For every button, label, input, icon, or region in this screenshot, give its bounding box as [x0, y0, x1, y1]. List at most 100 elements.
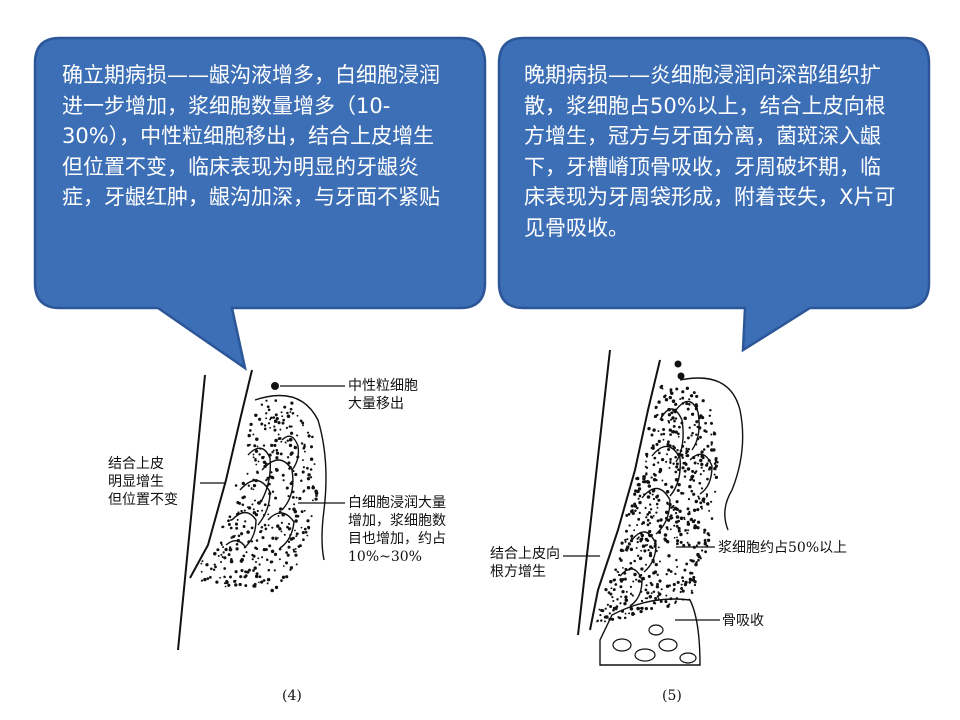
- label-plasma-cells: 浆细胞约占50%以上: [718, 540, 848, 556]
- infiltrate-cell-dot: [302, 466, 306, 469]
- infiltrate-cell-dot: [687, 447, 691, 451]
- infiltrate-cell-dot: [293, 503, 296, 506]
- infiltrate-cell-dot: [686, 436, 690, 440]
- infiltrate-cell-dot: [271, 476, 275, 480]
- infiltrate-cell-dot: [223, 582, 227, 585]
- infiltrate-cell-dot: [306, 477, 311, 481]
- infiltrate-cell-dot: [671, 430, 674, 434]
- infiltrate-cell-dot: [629, 607, 634, 611]
- gingiva-outline: [254, 394, 327, 561]
- infiltrate-cell-dot: [302, 489, 306, 492]
- infiltrate-cell-dot: [624, 612, 627, 615]
- infiltrate-cell-dot: [708, 466, 712, 470]
- infiltrate-cell-dot: [646, 597, 649, 600]
- infiltrate-cell-dot: [659, 560, 661, 563]
- gingiva-outline: [679, 377, 744, 531]
- infiltrate-cell-dot: [669, 570, 673, 573]
- infiltrate-cell-dot: [274, 537, 278, 541]
- infiltrate-cell-dot: [633, 572, 637, 577]
- infiltrate-cell-dot: [289, 431, 294, 435]
- infiltrate-cell-dot: [686, 532, 689, 535]
- infiltrate-cell-dot: [277, 515, 280, 517]
- infiltrate-cell-dot: [679, 532, 683, 537]
- infiltrate-cell-dot: [639, 580, 642, 583]
- infiltrate-cell-dot: [306, 466, 309, 470]
- infiltrate-cell-dot: [280, 411, 283, 414]
- infiltrate-cell-dot: [264, 527, 268, 531]
- infiltrate-cell-dot: [672, 408, 676, 412]
- infiltrate-cell-dot: [667, 440, 670, 444]
- infiltrate-cell-dot: [664, 397, 669, 402]
- infiltrate-cell-dot: [690, 572, 694, 575]
- infiltrate-cell-dot: [677, 483, 681, 487]
- infiltrate-cell-dot: [677, 529, 681, 533]
- infiltrate-cell-dot: [241, 481, 245, 486]
- infiltrate-cell-dot: [674, 572, 677, 576]
- infiltrate-cell-dot: [675, 462, 679, 466]
- infiltrate-cell-dot: [287, 527, 291, 531]
- infiltrate-cell-dot: [629, 547, 634, 552]
- infiltrate-cell-dot: [662, 432, 666, 436]
- infiltrate-cell-dot: [669, 528, 672, 531]
- infiltrate-cell-dot: [633, 529, 636, 532]
- infiltrate-cell-dot: [623, 602, 627, 606]
- infiltrate-cell-dot: [203, 577, 207, 582]
- infiltrate-cell-dot: [654, 597, 658, 600]
- infiltrate-cell-dot: [637, 487, 642, 491]
- infiltrate-cell-dot: [287, 522, 291, 525]
- infiltrate-cell-dot: [306, 431, 310, 434]
- infiltrate-cell-dot: [654, 414, 658, 418]
- infiltrate-cell-dot: [292, 507, 296, 512]
- infiltrate-cell-dot: [690, 589, 693, 592]
- infiltrate-cell-dot: [644, 606, 649, 611]
- infiltrate-cell-dot: [596, 619, 599, 622]
- infiltrate-cell-dot: [688, 484, 692, 489]
- infiltrate-cell-dot: [655, 442, 659, 446]
- infiltrate-cell-dot: [282, 418, 286, 422]
- infiltrate-cell-dot: [688, 577, 692, 581]
- infiltrate-cell-dot: [270, 443, 274, 448]
- infiltrate-cell-dot: [687, 529, 690, 532]
- infiltrate-cell-dot: [278, 527, 282, 531]
- infiltrate-cell-dot: [643, 493, 645, 496]
- infiltrate-cell-dot: [697, 541, 701, 545]
- infiltrate-cell-dot: [307, 473, 311, 477]
- infiltrate-cell-dot: [255, 449, 258, 453]
- infiltrate-cell-dot: [707, 533, 711, 537]
- infiltrate-cell-dot: [624, 598, 629, 602]
- infiltrate-cell-dot: [275, 451, 280, 455]
- infiltrate-cell-dot: [247, 433, 251, 438]
- infiltrate-cell-dot: [201, 560, 204, 563]
- infiltrate-cell-dot: [309, 476, 313, 479]
- infiltrate-cell-dot: [630, 534, 634, 538]
- infiltrate-cell-dot: [603, 615, 607, 619]
- infiltrate-cell-dot: [280, 530, 283, 533]
- infiltrate-cell-dot: [269, 426, 272, 429]
- cell-infiltrate-dots-fig4: [200, 399, 319, 593]
- infiltrate-cell-dot: [697, 462, 700, 465]
- infiltrate-cell-dot: [254, 478, 258, 483]
- infiltrate-cell-dot: [662, 438, 665, 441]
- infiltrate-cell-dot: [272, 416, 276, 419]
- infiltrate-cell-dot: [210, 567, 213, 571]
- infiltrate-cell-dot: [664, 516, 668, 520]
- infiltrate-cell-dot: [302, 538, 305, 542]
- infiltrate-cell-dot: [286, 414, 291, 419]
- infiltrate-cell-dot: [274, 496, 278, 500]
- infiltrate-cell-dot: [286, 553, 290, 557]
- infiltrate-cell-dot: [598, 608, 601, 611]
- infiltrate-cell-dot: [268, 453, 272, 457]
- infiltrate-cell-dot: [270, 471, 273, 474]
- infiltrate-cell-dot: [682, 461, 686, 465]
- infiltrate-cell-dot: [671, 416, 675, 420]
- infiltrate-cell-dot: [655, 495, 659, 499]
- infiltrate-cell-dot: [628, 569, 630, 571]
- infiltrate-cell-dot: [289, 407, 293, 411]
- infiltrate-cell-dot: [656, 582, 659, 586]
- infiltrate-cell-dot: [234, 579, 237, 582]
- infiltrate-cell-dot: [657, 530, 662, 534]
- infiltrate-cell-dot: [313, 463, 316, 466]
- infiltrate-cell-dot: [649, 508, 653, 511]
- infiltrate-cell-dot: [657, 430, 660, 433]
- infiltrate-cell-dot: [669, 597, 673, 601]
